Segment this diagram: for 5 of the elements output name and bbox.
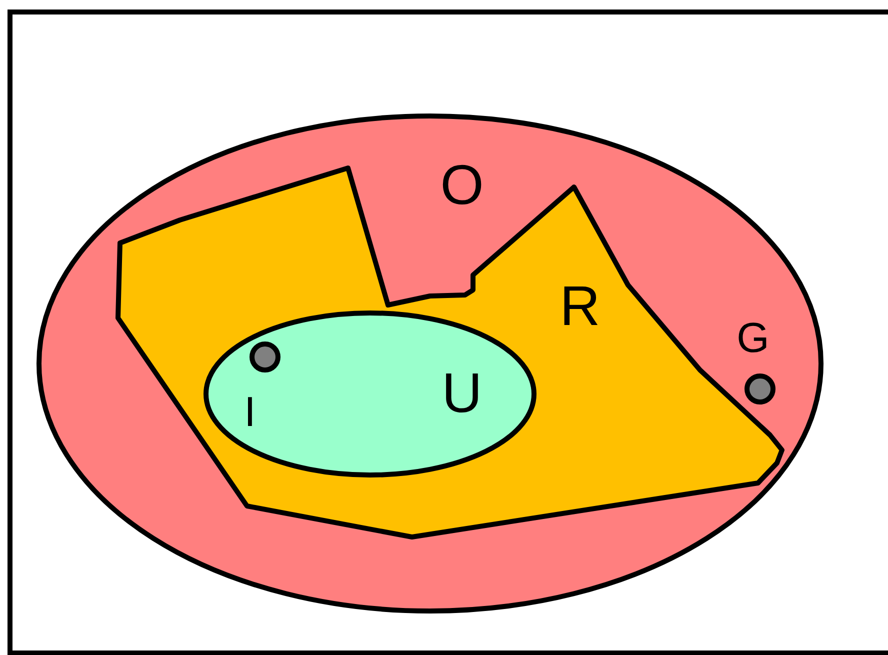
- point-label: G: [736, 317, 770, 359]
- set-label: O: [440, 157, 484, 213]
- region-label: R: [560, 278, 600, 334]
- set-label: U: [442, 365, 482, 421]
- point-label: I: [244, 391, 256, 433]
